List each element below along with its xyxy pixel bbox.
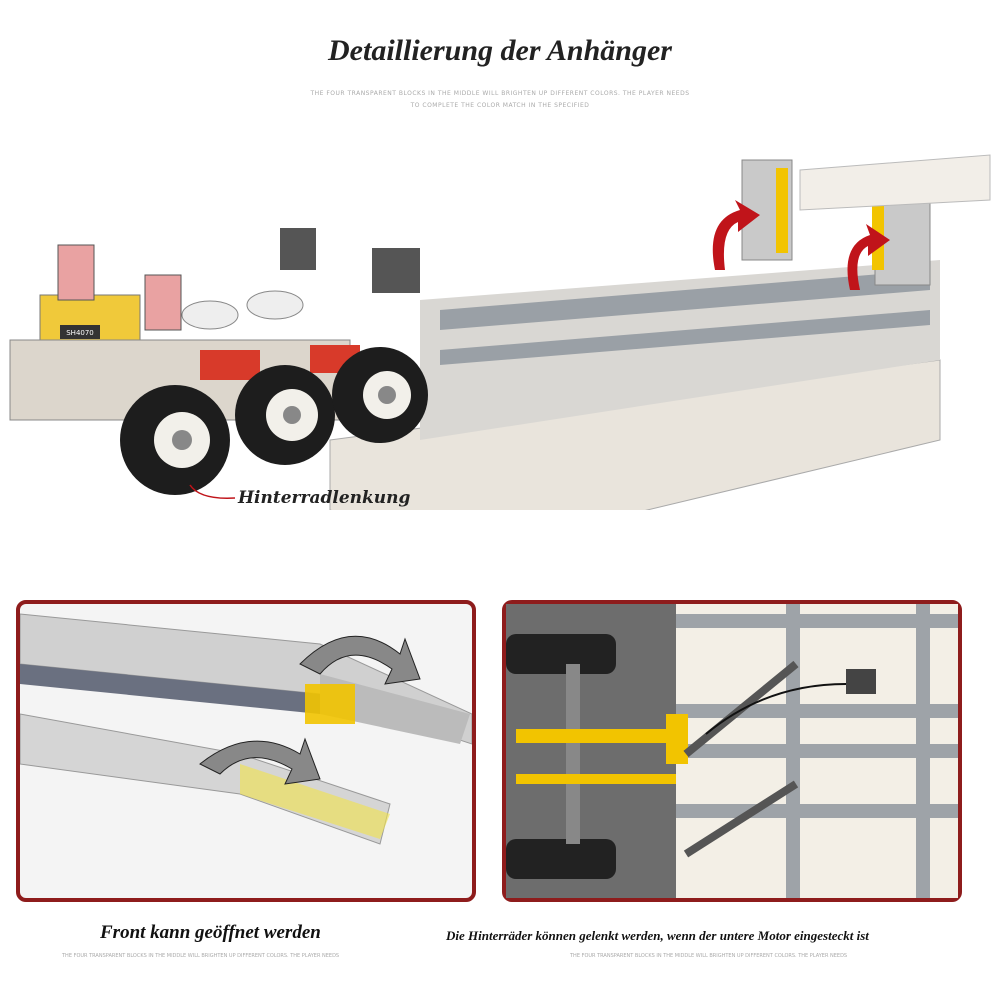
warning-sign (57, 244, 95, 301)
caption-rear-steering: Die Hinterräder können gelenkt werden, w… (446, 928, 869, 943)
arrow-icon (712, 200, 760, 270)
subtitle-line-1: THE FOUR TRANSPARENT BLOCKS IN THE MIDDL… (310, 90, 690, 97)
arrow-icon (847, 224, 890, 290)
motor (846, 669, 876, 694)
caption-front: Front kann geöffnet werden (100, 922, 321, 943)
subtitle-line-2: TO COMPLETE THE COLOR MATCH IN THE SPECI… (410, 102, 590, 109)
page-title: Detaillierung der Anhänger (328, 34, 672, 67)
wheel (506, 839, 616, 879)
panel-rear-steering (502, 600, 962, 902)
callout-label: Hinterradlenkung (238, 488, 411, 508)
wheel (235, 365, 335, 465)
light-panel (280, 228, 316, 270)
light-panel (372, 248, 420, 293)
plate-text: SH4070 (66, 329, 94, 337)
wheel (120, 385, 230, 495)
warning-sign (144, 274, 182, 331)
open-arrow-icon (199, 737, 321, 785)
wheel (332, 347, 428, 443)
wheel (506, 634, 616, 674)
trailer-illustration: SH4070 (9, 154, 991, 510)
subcaption-front: THE FOUR TRANSPARENT BLOCKS IN THE MIDDL… (62, 953, 340, 959)
subcaption-rear-steering: THE FOUR TRANSPARENT BLOCKS IN THE MIDDL… (570, 953, 848, 959)
open-arrow-icon (299, 635, 421, 685)
panel-front-opening (16, 600, 476, 902)
